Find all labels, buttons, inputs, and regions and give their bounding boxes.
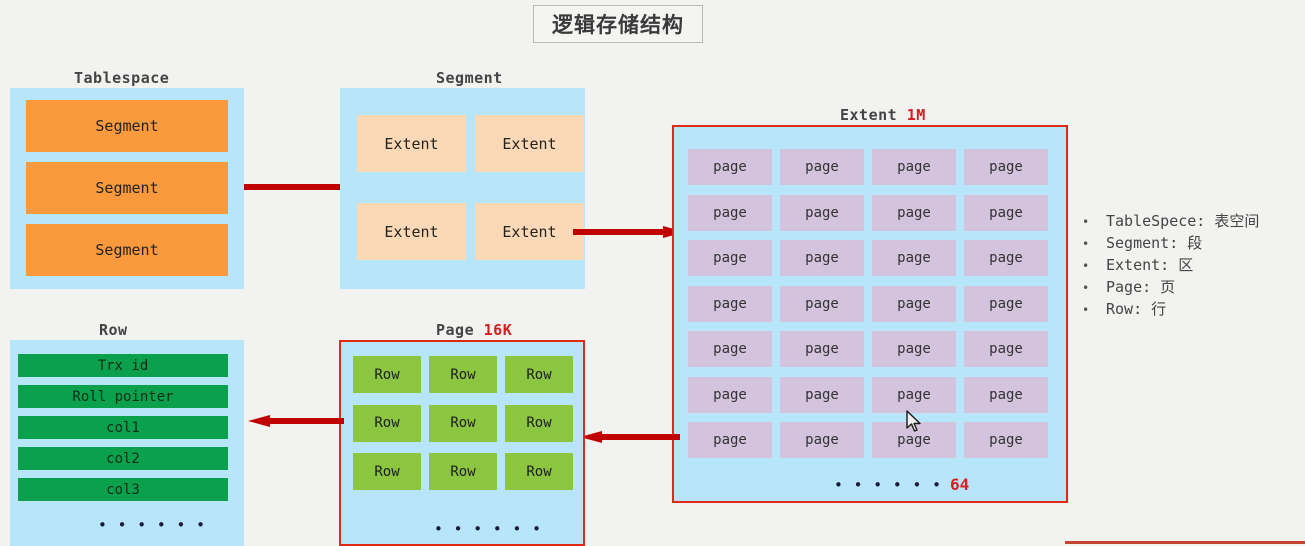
arrow-page-to-row xyxy=(244,415,344,427)
row-block-2-2[interactable]: Row xyxy=(505,453,573,490)
legend-list: • TableSpece: 表空间 • Segment: 段 • Extent: 区 • Pa… xyxy=(1082,210,1297,320)
page-block-0-1[interactable]: page xyxy=(780,149,864,185)
row-block-2-0[interactable]: Row xyxy=(353,453,421,490)
bullet-icon: • xyxy=(1082,215,1090,229)
tablespace-segment-2[interactable]: Segment xyxy=(26,224,228,276)
legend-item-label: Segment: 段 xyxy=(1106,234,1203,252)
page-size-badge: 16K xyxy=(483,321,513,339)
page-block-4-1[interactable]: page xyxy=(780,331,864,367)
page-block-3-1[interactable]: page xyxy=(780,285,864,322)
page-block-0-2[interactable]: page xyxy=(872,149,956,185)
page-block-1-0[interactable]: page xyxy=(688,194,772,231)
page-block-5-3[interactable]: page xyxy=(964,376,1048,413)
row-block-1-0[interactable]: Row xyxy=(353,404,421,442)
legend-item-4: • Row: 行 xyxy=(1082,298,1297,320)
page-block-1-1[interactable]: page xyxy=(780,194,864,231)
page-block-4-3[interactable]: page xyxy=(964,331,1048,367)
segment-extent-0[interactable]: Extent xyxy=(357,115,466,172)
page-block-3-2[interactable]: page xyxy=(872,285,956,322)
tablespace-segment-0[interactable]: Segment xyxy=(26,100,228,152)
page-block-5-0[interactable]: page xyxy=(688,376,772,413)
row-block-0-2[interactable]: Row xyxy=(505,356,573,393)
extent-caption: Extent 1M xyxy=(840,106,926,124)
page-ellipsis: • • • • • • xyxy=(434,520,544,538)
legend-item-0: • TableSpece: 表空间 xyxy=(1082,210,1297,232)
page-block-2-0[interactable]: page xyxy=(688,240,772,276)
arrow-extent-to-page xyxy=(576,431,680,443)
row-block-1-1[interactable]: Row xyxy=(429,404,497,442)
legend-item-label: Extent: 区 xyxy=(1106,256,1194,274)
row-field-col1[interactable]: col1 xyxy=(18,416,228,439)
bottom-progress-bar xyxy=(1065,541,1305,544)
page-block-1-2[interactable]: page xyxy=(872,194,956,231)
extent-size-badge: 1M xyxy=(906,106,926,124)
page-block-6-2[interactable]: page xyxy=(872,422,956,458)
row-field-roll-pointer[interactable]: Roll pointer xyxy=(18,385,228,408)
page-block-3-0[interactable]: page xyxy=(688,285,772,322)
legend-item-label: Page: 页 xyxy=(1106,278,1176,296)
page-block-2-2[interactable]: page xyxy=(872,240,956,276)
segment-extent-1[interactable]: Extent xyxy=(475,115,584,172)
tablespace-segment-1[interactable]: Segment xyxy=(26,162,228,214)
bullet-icon: • xyxy=(1082,237,1090,251)
page-block-6-1[interactable]: page xyxy=(780,422,864,458)
tablespace-caption: Tablespace xyxy=(74,69,170,87)
segment-extent-2[interactable]: Extent xyxy=(357,203,466,260)
page-block-4-2[interactable]: page xyxy=(872,331,956,367)
bullet-icon: • xyxy=(1082,281,1090,295)
page-block-5-2[interactable]: page xyxy=(872,376,956,413)
row-panel: Trx id Roll pointer col1 col2 col3 • • •… xyxy=(10,340,244,546)
page-title: 逻辑存储结构 xyxy=(533,5,703,43)
bullet-icon: • xyxy=(1082,259,1090,273)
page-block-6-3[interactable]: page xyxy=(964,422,1048,458)
row-field-trx-id[interactable]: Trx id xyxy=(18,354,228,377)
row-block-0-0[interactable]: Row xyxy=(353,356,421,393)
row-ellipsis: • • • • • • xyxy=(98,516,208,534)
legend-item-label: TableSpece: 表空间 xyxy=(1106,212,1260,230)
page-block-1-3[interactable]: page xyxy=(964,194,1048,231)
legend-item-2: • Extent: 区 xyxy=(1082,254,1297,276)
page-block-3-3[interactable]: page xyxy=(964,285,1048,322)
extent-ellipsis-count: • • • • • •64 xyxy=(834,475,970,494)
page-block-2-3[interactable]: page xyxy=(964,240,1048,276)
extent-page-count: 64 xyxy=(949,475,970,494)
row-caption: Row xyxy=(99,321,128,339)
page-block-0-0[interactable]: page xyxy=(688,149,772,185)
row-field-col3[interactable]: col3 xyxy=(18,478,228,501)
legend-item-label: Row: 行 xyxy=(1106,300,1167,318)
page-block-2-1[interactable]: page xyxy=(780,240,864,276)
row-block-2-1[interactable]: Row xyxy=(429,453,497,490)
arrow-segment-to-extent xyxy=(573,226,685,238)
row-field-col2[interactable]: col2 xyxy=(18,447,228,470)
page-block-6-0[interactable]: page xyxy=(688,422,772,458)
row-block-1-2[interactable]: Row xyxy=(505,404,573,442)
page-caption: Page 16K xyxy=(436,321,513,339)
segment-extent-3[interactable]: Extent xyxy=(475,203,584,260)
page-block-0-3[interactable]: page xyxy=(964,149,1048,185)
page-block-5-1[interactable]: page xyxy=(780,376,864,413)
page-block-4-0[interactable]: page xyxy=(688,331,772,367)
segment-panel: Extent Extent Extent Extent xyxy=(340,88,585,289)
segment-caption: Segment xyxy=(436,69,503,87)
row-block-0-1[interactable]: Row xyxy=(429,356,497,393)
tablespace-panel: Segment Segment Segment xyxy=(10,88,244,289)
legend-item-1: • Segment: 段 xyxy=(1082,232,1297,254)
bullet-icon: • xyxy=(1082,303,1090,317)
legend-item-3: • Page: 页 xyxy=(1082,276,1297,298)
